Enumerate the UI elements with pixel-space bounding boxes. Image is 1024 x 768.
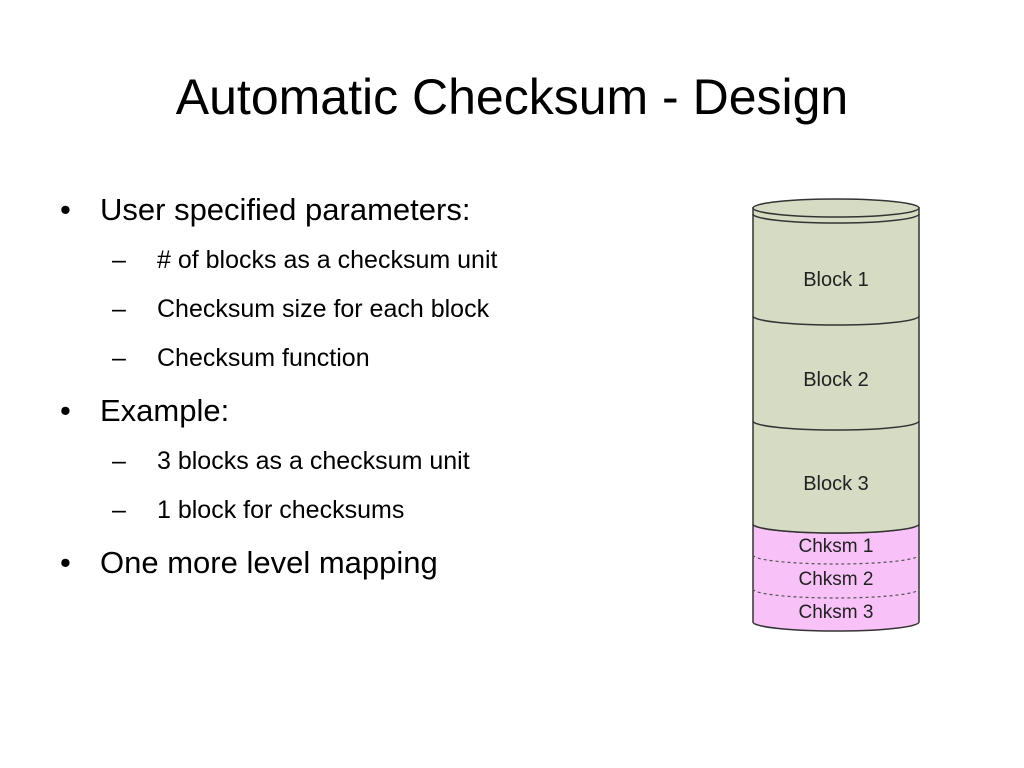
sub-list: – # of blocks as a checksum unit – Check… — [100, 236, 700, 383]
bullet-user-parameters: • User specified parameters: – # of bloc… — [60, 188, 700, 383]
sub-item-text: # of blocks as a checksum unit — [157, 246, 498, 274]
block-divider — [752, 420, 920, 431]
checksum-divider — [752, 588, 920, 599]
sub-item-text: 1 block for checksums — [157, 496, 405, 524]
checksum-label-1: Chksm 1 — [799, 536, 874, 557]
disk-cylinder: Block 1 Block 2 Block 3 Chksm 1 Chksm 2 … — [752, 198, 920, 632]
sub-list: – 3 blocks as a checksum unit – 1 block … — [100, 437, 700, 535]
checksum-divider — [752, 554, 920, 565]
cylinder-top-rim — [752, 213, 920, 224]
sub-marker: – — [112, 246, 126, 274]
block-label-1: Block 1 — [803, 269, 869, 291]
block-section — [752, 207, 920, 534]
checksum-label-2: Chksm 2 — [799, 569, 874, 590]
bullet-level-mapping: • One more level mapping — [60, 541, 700, 585]
block-label-3: Block 3 — [803, 473, 869, 495]
sub-item-text: Checksum function — [157, 344, 370, 372]
sub-marker: – — [112, 344, 126, 372]
sub-item-three-blocks: – 3 blocks as a checksum unit — [112, 437, 700, 486]
bullet-example: • Example: – 3 blocks as a checksum unit… — [60, 389, 700, 535]
bullet-text: Example: — [100, 393, 230, 428]
slide-title: Automatic Checksum - Design — [175, 69, 849, 125]
bullet-list: • User specified parameters: – # of bloc… — [60, 188, 700, 589]
disk-diagram: Block 1 Block 2 Block 3 Chksm 1 Chksm 2 … — [748, 194, 924, 636]
bullet-marker: • — [60, 192, 71, 227]
sub-item-one-block: – 1 block for checksums — [112, 486, 700, 535]
sub-item-text: Checksum size for each block — [157, 295, 490, 323]
block-label-2: Block 2 — [803, 369, 869, 391]
bullet-marker: • — [60, 545, 71, 580]
cylinder-top-cap — [752, 198, 920, 218]
sub-item-blocks-per-unit: – # of blocks as a checksum unit — [112, 236, 700, 285]
sub-marker: – — [112, 447, 126, 475]
sub-item-checksum-size: – Checksum size for each block — [112, 285, 700, 334]
bullet-marker: • — [60, 393, 71, 428]
sub-marker: – — [112, 295, 126, 323]
block-divider — [752, 315, 920, 326]
bullet-text: One more level mapping — [100, 545, 438, 580]
sub-item-checksum-function: – Checksum function — [112, 334, 700, 383]
checksum-label-3: Chksm 3 — [799, 602, 874, 623]
sub-marker: – — [112, 496, 126, 524]
bullet-text: User specified parameters: — [100, 192, 471, 227]
sub-item-text: 3 blocks as a checksum unit — [157, 447, 470, 475]
